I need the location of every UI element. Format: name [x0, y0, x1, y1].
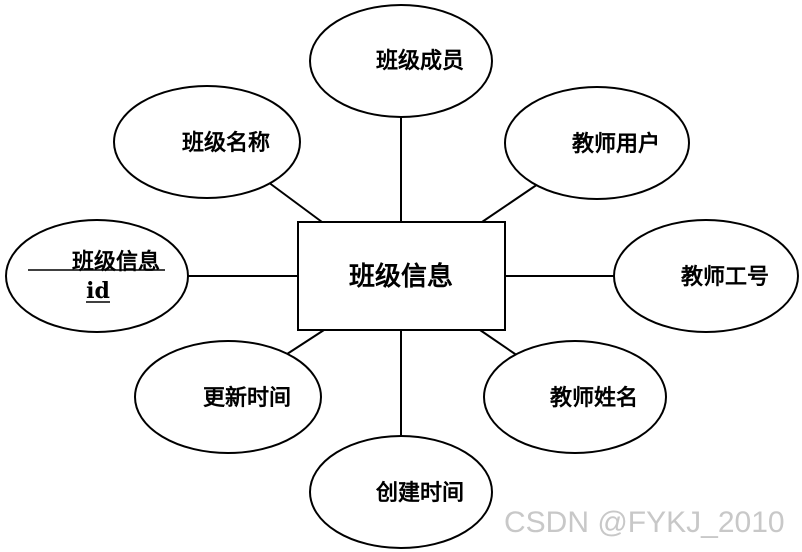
attribute-label-line2: id — [86, 278, 110, 304]
connector-lines — [188, 116, 614, 439]
watermark-text: CSDN @FYKJ_2010 — [504, 506, 785, 539]
attribute-teacher-name: 教师姓名 — [483, 340, 667, 454]
attribute-teacher-user: 教师用户 — [504, 86, 690, 200]
attribute-label: 班级名称 — [182, 130, 270, 156]
attribute-label: 教师姓名 — [550, 385, 638, 411]
attribute-ellipse — [483, 340, 667, 454]
attribute-ellipse — [309, 4, 493, 118]
attribute-class-info-id: 班级信息 id — [5, 219, 189, 333]
attribute-label: 教师用户 — [572, 131, 660, 157]
edge-teacher-name — [479, 329, 519, 357]
attribute-class-members: 班级成员 — [309, 4, 493, 118]
attribute-teacher-number: 教师工号 — [613, 219, 799, 333]
attribute-ellipse — [134, 340, 322, 454]
attribute-create-time: 创建时间 — [309, 435, 493, 549]
attribute-ellipse — [613, 219, 799, 333]
entity-rectangle — [297, 221, 506, 331]
attribute-ellipse — [113, 85, 301, 199]
attribute-update-time: 更新时间 — [134, 340, 322, 454]
attribute-class-name: 班级名称 — [113, 85, 301, 199]
attribute-ellipse — [309, 435, 493, 549]
attribute-label-line1: 班级信息 — [72, 249, 160, 275]
entity-label: 班级信息 — [349, 261, 453, 292]
attribute-ellipse — [504, 86, 690, 200]
edge-class-name — [267, 181, 323, 223]
attribute-label: 班级成员 — [376, 48, 464, 74]
attribute-label: 创建时间 — [375, 480, 464, 506]
attribute-label: 教师工号 — [681, 264, 769, 290]
entity-class-info: 班级信息 — [297, 221, 506, 331]
attribute-ellipse — [5, 219, 189, 333]
attribute-label: 更新时间 — [203, 385, 291, 411]
edge-teacher-user — [481, 183, 539, 223]
edge-update-time — [283, 329, 325, 357]
